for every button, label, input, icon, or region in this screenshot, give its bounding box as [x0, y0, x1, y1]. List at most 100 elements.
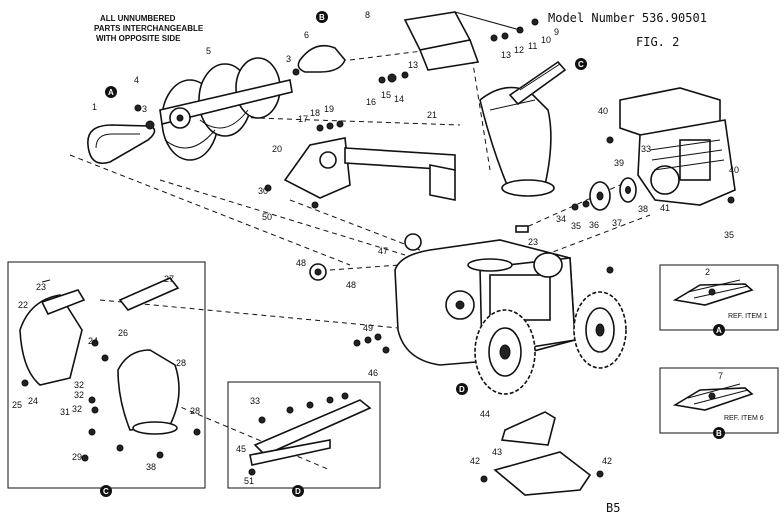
chute-crank-rod [508, 60, 567, 106]
svg-text:47: 47 [378, 246, 388, 256]
svg-text:30: 30 [258, 186, 268, 196]
svg-text:48: 48 [296, 258, 306, 268]
svg-text:31: 31 [60, 407, 70, 417]
svg-text:38: 38 [638, 204, 648, 214]
svg-text:26: 26 [118, 328, 128, 338]
svg-text:48: 48 [346, 280, 356, 290]
svg-text:3: 3 [286, 54, 291, 64]
svg-text:20: 20 [272, 144, 282, 154]
svg-text:42: 42 [602, 456, 612, 466]
svg-text:37: 37 [612, 218, 622, 228]
svg-text:28: 28 [176, 358, 186, 368]
callout-d-main: D [456, 383, 468, 395]
svg-text:15: 15 [381, 90, 391, 100]
svg-text:10: 10 [541, 35, 551, 45]
svg-text:2: 2 [705, 267, 710, 277]
svg-text:A: A [108, 88, 114, 97]
svg-text:17: 17 [298, 114, 308, 124]
svg-text:39: 39 [614, 158, 624, 168]
svg-text:41: 41 [660, 203, 670, 213]
svg-text:33: 33 [250, 396, 260, 406]
svg-text:35: 35 [571, 221, 581, 231]
skid-plate-43 [493, 451, 592, 496]
frame-rail-21 [344, 147, 456, 201]
note-line-1: ALL UNNUMBERED [100, 14, 176, 23]
page-code: B5 [606, 501, 620, 515]
svg-text:22: 22 [18, 300, 28, 310]
svg-text:35: 35 [724, 230, 734, 240]
svg-text:23: 23 [528, 237, 538, 247]
svg-text:51: 51 [244, 476, 254, 486]
svg-text:23: 23 [36, 282, 46, 292]
svg-text:18: 18 [310, 108, 320, 118]
wheel-right [573, 291, 627, 369]
note-line-3: WITH OPPOSITE SIDE [96, 34, 181, 43]
svg-text:27: 27 [164, 274, 174, 284]
figure-label: FIG. 2 [636, 35, 679, 49]
svg-text:9: 9 [554, 27, 559, 37]
svg-text:C: C [578, 60, 584, 69]
callout-a-main: A [105, 86, 117, 98]
svg-text:44: 44 [480, 409, 490, 419]
svg-text:7: 7 [718, 371, 723, 381]
svg-text:32: 32 [74, 380, 84, 390]
model-number: Model Number 536.90501 [548, 11, 707, 25]
svg-text:33: 33 [641, 144, 651, 154]
detail-d-box: D [227, 381, 381, 497]
svg-text:43: 43 [492, 447, 502, 457]
note-line-2: PARTS INTERCHANGEABLE [94, 24, 204, 33]
wheel-rear [533, 252, 563, 278]
pulleys [589, 177, 637, 211]
discharge-chute [479, 86, 555, 197]
ref-item-1: REF. ITEM 1 [728, 313, 768, 320]
svg-text:38: 38 [146, 462, 156, 472]
svg-text:B: B [319, 13, 325, 22]
svg-text:C: C [103, 487, 109, 496]
svg-text:12: 12 [514, 45, 524, 55]
svg-text:28: 28 [190, 406, 200, 416]
hardware [134, 18, 735, 483]
callout-c-main: C [575, 58, 587, 70]
svg-text:8: 8 [365, 10, 370, 20]
top-housing [403, 11, 521, 71]
svg-text:25: 25 [12, 400, 22, 410]
detail-a-box: 2 REF. ITEM 1 A [659, 264, 779, 336]
detail-c-box: C [7, 261, 206, 497]
svg-text:29: 29 [72, 452, 82, 462]
svg-text:B: B [716, 429, 722, 438]
svg-text:32: 32 [74, 390, 84, 400]
svg-text:49: 49 [363, 323, 373, 333]
svg-text:45: 45 [236, 444, 246, 454]
svg-text:13: 13 [501, 50, 511, 60]
svg-text:46: 46 [368, 368, 378, 378]
ref-item-6: REF. ITEM 6 [724, 415, 764, 422]
part-number-labels: 1 3 3 4 5 6 8 9 10 11 12 13 13 14 15 16 … [12, 10, 739, 486]
svg-text:D: D [459, 385, 465, 394]
svg-text:36: 36 [589, 220, 599, 230]
auger-assembly [159, 57, 293, 161]
svg-text:D: D [295, 487, 301, 496]
svg-text:4: 4 [134, 75, 139, 85]
svg-text:19: 19 [324, 104, 334, 114]
svg-text:1: 1 [92, 102, 97, 112]
svg-text:16: 16 [366, 97, 376, 107]
svg-text:40: 40 [729, 165, 739, 175]
svg-text:24: 24 [88, 336, 98, 346]
svg-text:11: 11 [528, 41, 537, 51]
svg-text:13: 13 [408, 60, 418, 70]
svg-text:34: 34 [556, 214, 566, 224]
drive-belt-1 [87, 124, 156, 164]
drive-belt-6 [297, 44, 346, 73]
svg-text:42: 42 [470, 456, 480, 466]
svg-text:A: A [716, 326, 722, 335]
svg-text:5: 5 [206, 46, 211, 56]
svg-text:24: 24 [28, 396, 38, 406]
svg-text:40: 40 [598, 106, 608, 116]
svg-text:32: 32 [72, 404, 82, 414]
detail-c-crank [41, 279, 51, 283]
skid-plate-44 [500, 411, 556, 446]
engine [619, 87, 736, 206]
svg-text:21: 21 [427, 110, 437, 120]
svg-text:14: 14 [394, 94, 404, 104]
